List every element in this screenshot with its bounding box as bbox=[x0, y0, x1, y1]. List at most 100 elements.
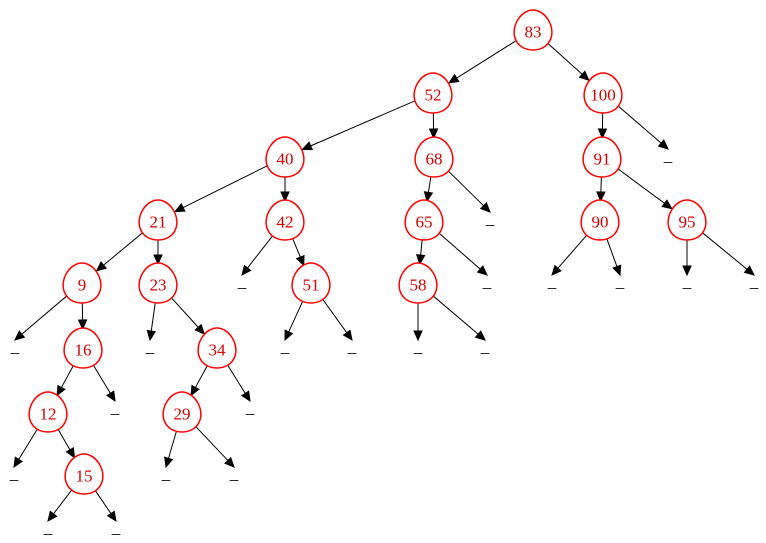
nil-leaf: _ bbox=[10, 337, 20, 356]
tree-node-83: 83 bbox=[513, 9, 553, 51]
nil-leaf: _ bbox=[663, 146, 673, 165]
edge-line bbox=[170, 296, 199, 328]
node-label: 83 bbox=[525, 23, 542, 42]
nil-leaf: _ bbox=[280, 337, 290, 356]
arrowhead bbox=[77, 319, 88, 331]
arrowhead bbox=[13, 456, 24, 469]
tree-node-21: 21 bbox=[138, 199, 178, 241]
tree-node-34: 34 bbox=[197, 327, 237, 369]
edge-line bbox=[420, 238, 423, 256]
nil-leaf: _ bbox=[547, 272, 557, 291]
edge-42-nil-left bbox=[241, 234, 274, 276]
nil-leaf: _ bbox=[161, 464, 171, 483]
nil-leaf: _ bbox=[9, 464, 19, 483]
edge-line bbox=[616, 167, 665, 204]
arrowhead bbox=[65, 446, 76, 459]
tree-node-65: 65 bbox=[404, 199, 444, 241]
edges-layer bbox=[13, 39, 755, 523]
arrowhead bbox=[682, 265, 692, 277]
tree-node-91: 91 bbox=[582, 136, 622, 178]
arrowhead bbox=[423, 191, 434, 203]
arrowhead bbox=[241, 264, 252, 276]
edge-15-nil-right bbox=[94, 489, 117, 523]
arrowhead bbox=[95, 261, 107, 272]
edge-line bbox=[427, 175, 432, 193]
edge-16-nil-right bbox=[92, 364, 116, 403]
tree-node-51: 51 bbox=[291, 262, 331, 304]
edge-40-42 bbox=[280, 176, 290, 203]
arrowhead bbox=[194, 323, 206, 335]
edge-58-nil-left bbox=[413, 302, 423, 342]
arrowhead bbox=[106, 390, 116, 403]
node-label: 21 bbox=[150, 213, 167, 232]
edge-line bbox=[103, 231, 144, 266]
edge-23-nil-left bbox=[146, 301, 157, 342]
arrowhead bbox=[301, 141, 314, 151]
edge-line bbox=[168, 430, 178, 459]
arrowhead bbox=[173, 203, 186, 213]
arrowhead bbox=[295, 254, 305, 267]
edge-line bbox=[546, 42, 583, 75]
arrowhead bbox=[280, 191, 290, 203]
arrowhead bbox=[146, 329, 157, 342]
nil-leaf: _ bbox=[682, 272, 692, 291]
arrowhead bbox=[413, 330, 423, 342]
edge-line bbox=[226, 363, 246, 394]
arrowhead bbox=[106, 510, 117, 523]
arrowhead bbox=[47, 510, 58, 522]
edge-line bbox=[606, 237, 618, 267]
edge-52-40 bbox=[301, 100, 416, 151]
node-label: 51 bbox=[303, 276, 320, 295]
arrowhead bbox=[428, 128, 439, 140]
edge-line bbox=[437, 232, 481, 270]
edge-58-nil-right bbox=[432, 294, 486, 341]
arrowhead bbox=[476, 265, 488, 276]
arrowhead bbox=[190, 384, 200, 397]
edge-16-12 bbox=[56, 364, 75, 397]
nil-leaf: _ bbox=[615, 272, 625, 291]
nil-leaf: _ bbox=[482, 272, 492, 291]
arrowhead bbox=[551, 264, 562, 276]
nil-leaf: _ bbox=[111, 518, 121, 537]
edge-line bbox=[557, 233, 588, 269]
edge-95-nil-right bbox=[701, 231, 755, 276]
node-label: 34 bbox=[209, 341, 227, 360]
edge-line bbox=[92, 364, 111, 394]
arrowhead bbox=[224, 456, 235, 468]
edge-42-51 bbox=[291, 237, 305, 267]
node-label: 12 bbox=[40, 405, 57, 424]
tree-node-16: 16 bbox=[63, 327, 103, 369]
edge-68-nil-right bbox=[447, 169, 491, 213]
edge-12-15 bbox=[57, 428, 76, 459]
arrowhead bbox=[153, 254, 163, 266]
arrowhead bbox=[596, 191, 606, 203]
edge-29-nil-left bbox=[164, 430, 178, 469]
arrowhead bbox=[448, 73, 460, 84]
tree-node-100: 100 bbox=[583, 72, 623, 114]
tree-node-90: 90 bbox=[580, 199, 620, 241]
edge-40-21 bbox=[173, 164, 269, 213]
node-label: 58 bbox=[410, 276, 427, 295]
edge-12-nil-left bbox=[13, 427, 39, 469]
edge-95-nil-left bbox=[682, 239, 692, 277]
edge-34-29 bbox=[190, 364, 209, 397]
edge-21-23 bbox=[153, 239, 163, 266]
edge-83-100 bbox=[546, 42, 590, 82]
edge-90-nil-right bbox=[606, 237, 622, 277]
nil-leaf: _ bbox=[43, 518, 53, 537]
nil-leaf: _ bbox=[237, 272, 247, 291]
node-label: 95 bbox=[679, 213, 696, 232]
nil-leaf: _ bbox=[110, 398, 120, 417]
arrowhead bbox=[612, 264, 622, 277]
edge-line bbox=[701, 231, 748, 270]
tree-node-29: 29 bbox=[162, 391, 202, 433]
edge-15-nil-left bbox=[47, 488, 73, 522]
edge-line bbox=[310, 100, 416, 147]
tree-node-58: 58 bbox=[398, 262, 438, 304]
tree-node-15: 15 bbox=[64, 453, 104, 495]
edge-100-91 bbox=[597, 111, 608, 140]
arrowhead bbox=[56, 384, 66, 397]
edge-65-nil-right bbox=[437, 232, 488, 276]
edge-91-90 bbox=[596, 175, 606, 203]
